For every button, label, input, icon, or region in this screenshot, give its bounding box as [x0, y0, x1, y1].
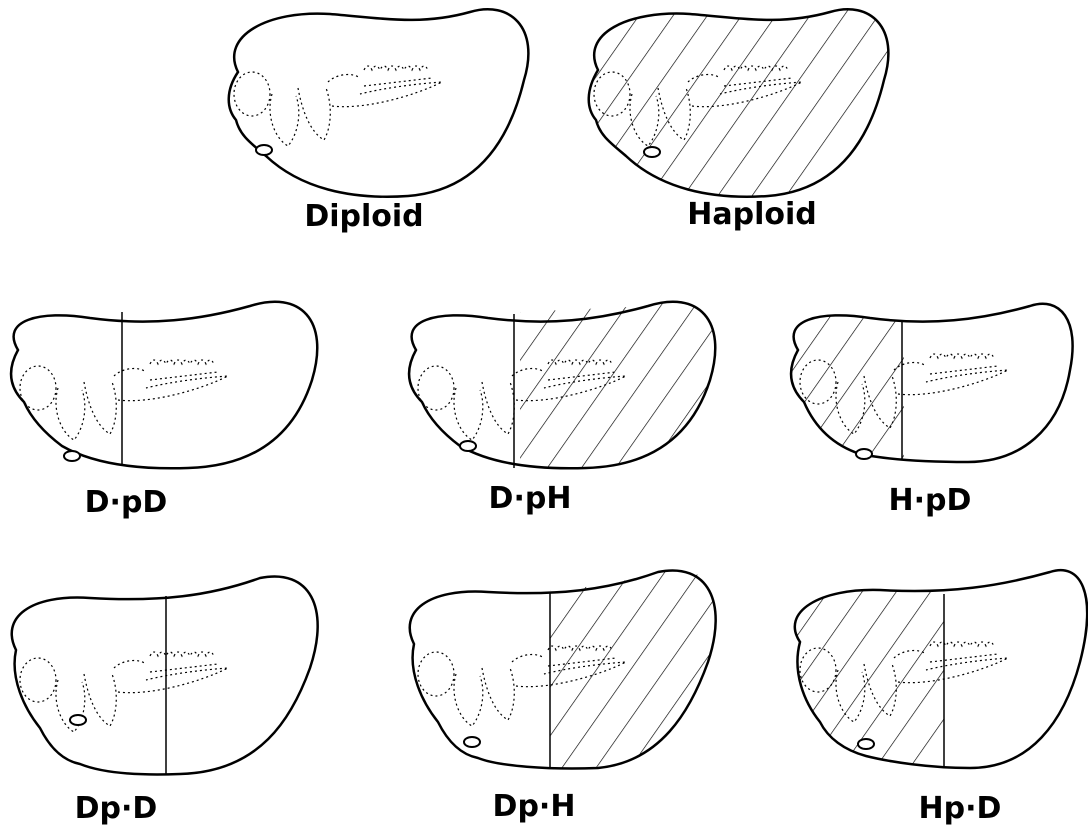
cement-gland-icon [464, 737, 480, 747]
panel-haploid: Haploid [580, 0, 900, 232]
panel-label: Dp·D [75, 791, 158, 826]
panel-label: Hp·D [919, 791, 1002, 826]
cement-gland-icon [858, 739, 874, 749]
cement-gland-icon [64, 451, 80, 461]
cement-gland-icon [460, 441, 476, 451]
panel-label: Haploid [687, 197, 816, 232]
panel-dp-h: Dp·H [410, 562, 738, 824]
panel-label: D·pD [85, 485, 168, 520]
cement-gland-icon [256, 145, 272, 155]
cement-gland-icon [856, 449, 872, 459]
panel-d-ph: D·pH [409, 290, 738, 516]
panel-hp-d: Hp·D [780, 562, 1087, 826]
panel-dp-d: Dp·D [12, 576, 318, 826]
cement-gland-icon [644, 147, 660, 157]
panel-label: Diploid [304, 199, 423, 234]
panel-diploid: Diploid [229, 9, 529, 234]
panel-label: Dp·H [493, 789, 576, 824]
panel-label: H·pD [889, 483, 972, 518]
cement-gland-icon [70, 715, 86, 725]
panel-d-pd: D·pD [11, 302, 317, 520]
panel-h-pd: H·pD [780, 290, 1073, 518]
panel-label: D·pH [489, 481, 572, 516]
